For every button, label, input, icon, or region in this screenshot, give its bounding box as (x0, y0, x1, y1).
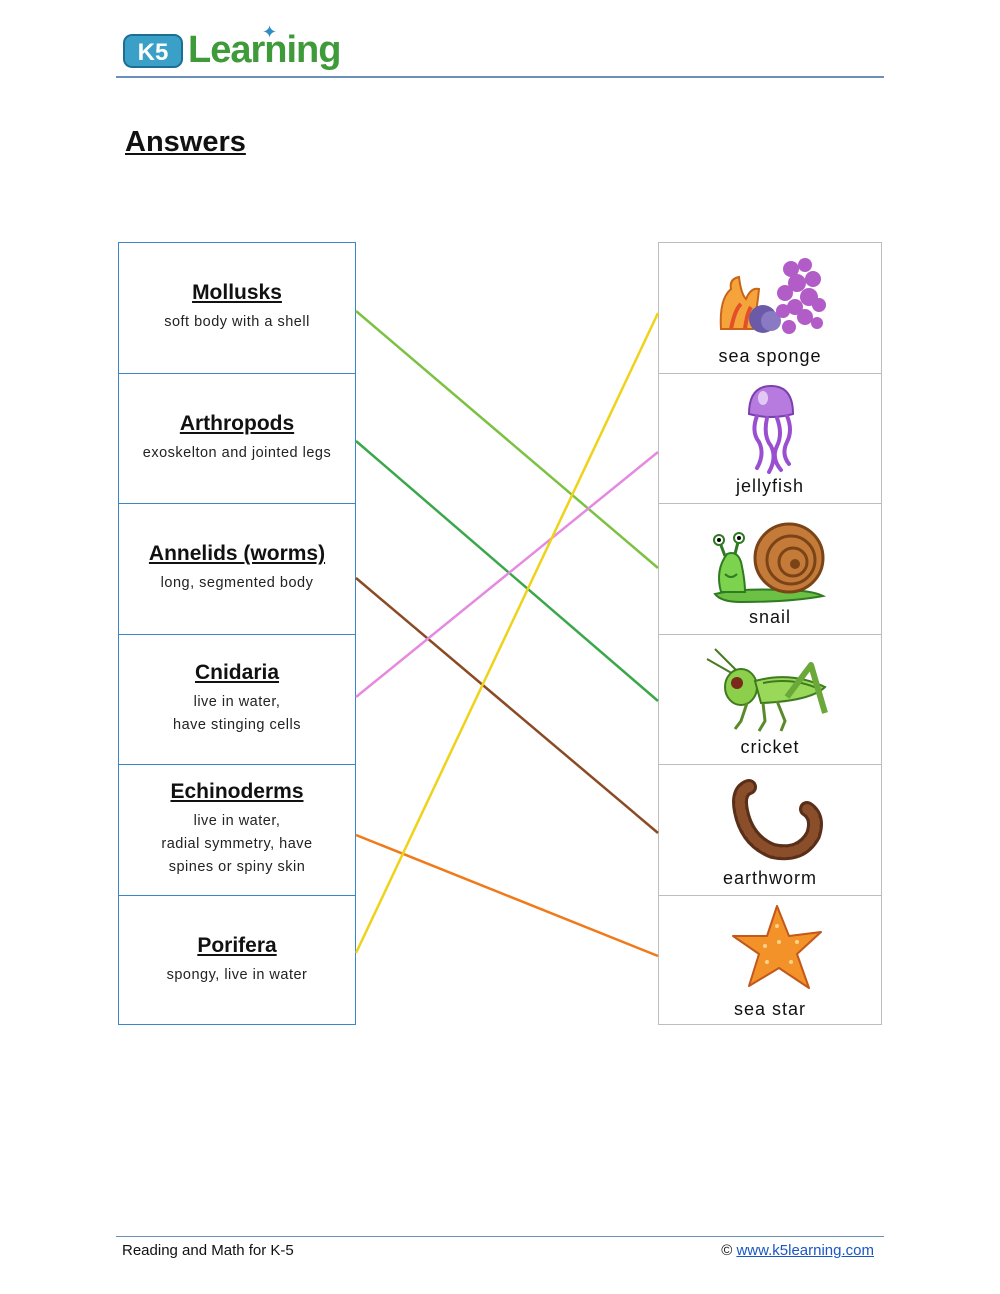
category-description: soft body with a shell (164, 314, 310, 331)
category-column: Mollusks soft body with a shell Arthropo… (118, 242, 356, 1025)
sea-sponge-icon (719, 258, 826, 334)
animal-label: jellyfish (735, 476, 805, 496)
category-box-arthropods: Arthropods exoskelton and jointed legs (119, 374, 355, 504)
page-title: Answers (125, 126, 246, 158)
animal-box-sea-sponge: sea sponge (659, 243, 881, 374)
category-box-mollusks: Mollusks soft body with a shell (119, 243, 355, 374)
jellyfish-icon (747, 384, 795, 474)
animal-box-earthworm: earthworm (659, 765, 881, 896)
category-description: long, segmented body (160, 575, 314, 592)
footer-site: © www.k5learning.com (721, 1242, 874, 1259)
category-description: exoskelton and jointed legs (142, 444, 332, 461)
animal-box-sea-star: sea star (659, 896, 881, 1027)
animal-label: snail (748, 606, 792, 627)
category-box-annelids: Annelids (worms) long, segmented body (119, 504, 355, 635)
k5-learning-logo: K5 Learning ✦ (120, 22, 341, 74)
animal-box-cricket: cricket (659, 635, 881, 765)
answer-line-annelids-earthworm (355, 577, 659, 834)
category-box-porifera: Porifera spongy, live in water (119, 896, 355, 1027)
category-name: Porifera (197, 934, 277, 958)
category-name: Arthropods (179, 411, 295, 435)
animal-column: sea sponge jellyfish (658, 242, 882, 1025)
answer-line-arthropods-cricket (355, 440, 659, 702)
answer-line-porifera-sea-sponge (354, 312, 660, 954)
animal-box-jellyfish: jellyfish (659, 374, 881, 504)
animal-label: sea sponge (718, 345, 822, 366)
category-description: live in water, radial symmetry, have spi… (161, 813, 313, 876)
footer-website-link[interactable]: www.k5learning.com (736, 1242, 874, 1259)
category-name: Echinoderms (170, 780, 304, 804)
sea-star-icon (732, 904, 822, 989)
category-box-echinoderms: Echinoderms live in water, radial symmet… (119, 765, 355, 896)
earthworm-icon (732, 779, 823, 861)
animal-label: earthworm (722, 867, 818, 888)
copyright-symbol: © (721, 1242, 733, 1259)
answer-line-echinoderms-sea-star (355, 833, 659, 958)
category-name: Mollusks (192, 281, 282, 305)
answer-line-mollusks-snail (355, 310, 659, 569)
header-divider (116, 76, 884, 78)
category-name: Annelids (worms) (148, 542, 326, 566)
answer-line-cnidaria-jellyfish (355, 451, 659, 698)
snail-icon (713, 522, 827, 604)
category-box-cnidaria: Cnidaria live in water, have stinging ce… (119, 635, 355, 765)
animal-label: sea star (733, 999, 807, 1019)
cricket-icon (706, 647, 828, 732)
footer-divider (116, 1236, 884, 1237)
logo-figure-icon: ✦ (262, 22, 278, 42)
logo-badge: K5 (123, 34, 183, 68)
category-name: Cnidaria (194, 661, 280, 685)
animal-box-snail: snail (659, 504, 881, 635)
category-description: spongy, live in water (166, 967, 308, 984)
animal-label: cricket (740, 737, 800, 757)
logo-wordmark: Learning (188, 29, 341, 71)
footer-tagline: Reading and Math for K-5 (122, 1242, 294, 1259)
category-description: live in water, have stinging cells (173, 694, 301, 734)
